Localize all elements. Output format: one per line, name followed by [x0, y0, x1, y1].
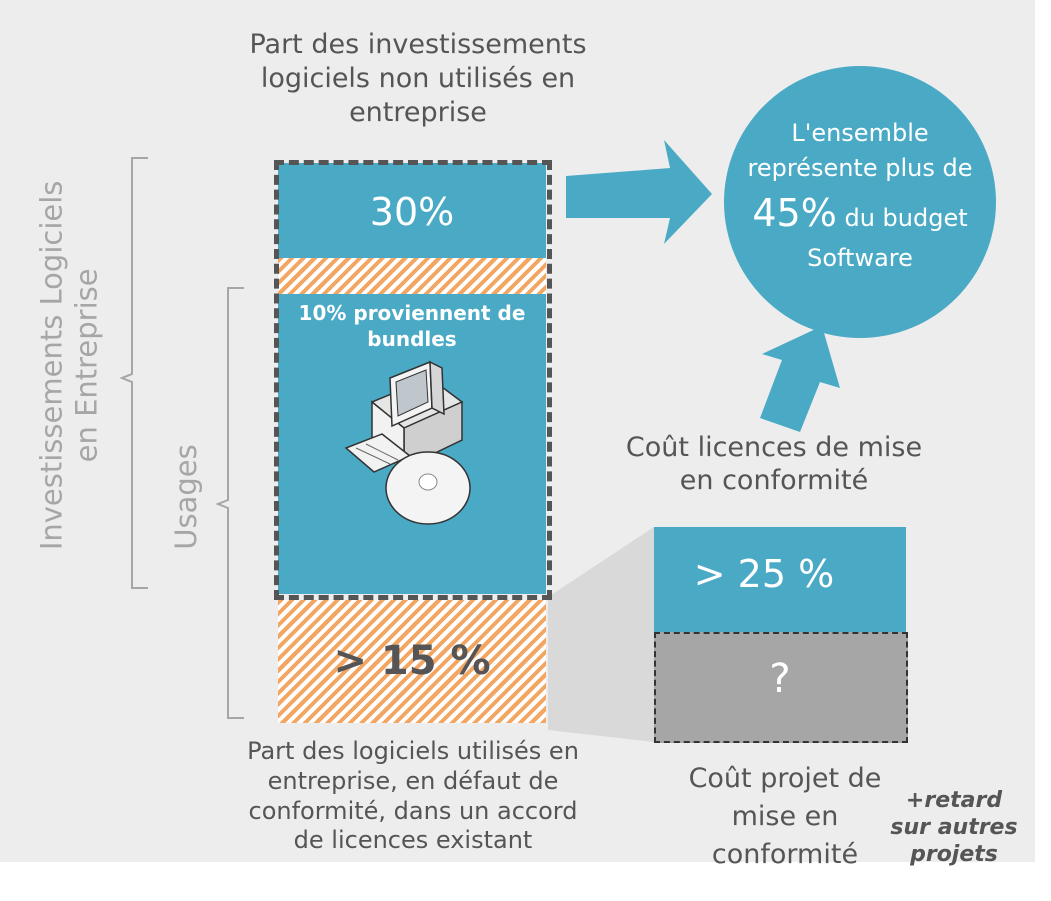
title-top: Part des investissements logiciels non u…: [249, 29, 587, 128]
circle-text: L'ensemble représente plus de 45% du bud…: [747, 119, 973, 272]
retard-note: +retard sur autres projets: [890, 788, 1018, 867]
hatch-15: [278, 600, 546, 723]
outer-bracket: [119, 157, 148, 589]
funnel-connector: [548, 527, 654, 742]
usages-bracket: [215, 287, 244, 719]
licence-cost-label: Coût licences de mise en conformité: [625, 432, 923, 496]
dashed-outline: [274, 160, 552, 600]
box-30-label: 30%: [369, 190, 455, 234]
right-box-25: [654, 527, 906, 632]
hatch-15-label: > 15 %: [333, 638, 491, 684]
arrow-right: [566, 140, 712, 244]
bottom-caption: Part des logiciels utilisés en entrepris…: [247, 737, 579, 855]
right-box-unknown: [654, 632, 908, 743]
right-box-25-label: > 25 %: [693, 552, 835, 596]
budget-circle: [724, 66, 996, 338]
project-cost-label: Coût projet de mise en conformité: [688, 763, 882, 870]
bundles-label: 10% proviennent de bundles: [298, 301, 526, 351]
right-box-unknown-label: ?: [769, 656, 791, 702]
hatch-strip: [278, 258, 546, 294]
box-30: [278, 163, 546, 258]
arrow-up: [760, 326, 840, 432]
big-pct: 45%: [752, 190, 837, 235]
